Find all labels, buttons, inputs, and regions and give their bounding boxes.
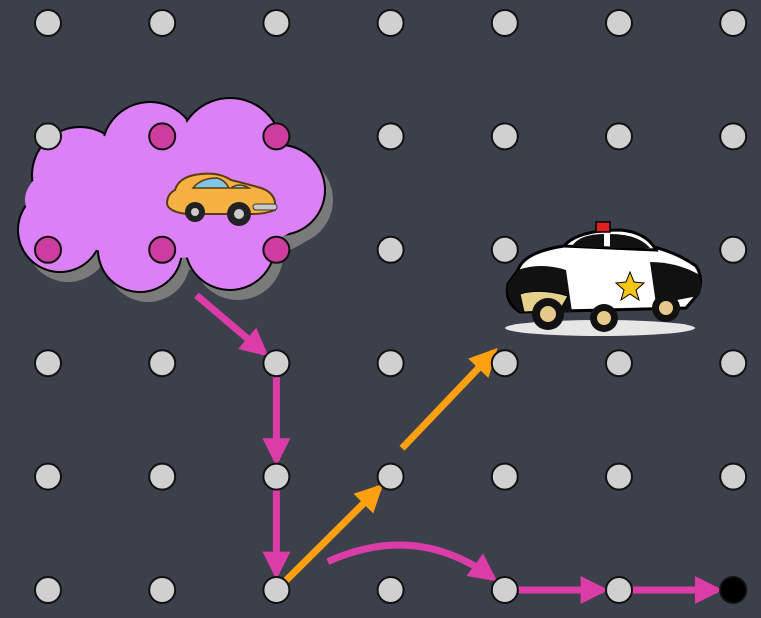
grid-node — [492, 237, 518, 263]
police-car-icon — [505, 222, 701, 336]
grid-node — [606, 10, 632, 36]
grid-node — [378, 237, 404, 263]
grid-node — [492, 123, 518, 149]
grid-node — [492, 10, 518, 36]
grid-node — [263, 577, 289, 603]
magenta-arrow — [196, 295, 264, 353]
grid-node — [378, 10, 404, 36]
grid-node — [149, 350, 175, 376]
grid-node-highlighted — [263, 237, 289, 263]
grid-node — [35, 577, 61, 603]
grid-node — [378, 464, 404, 490]
pursuit-path-magenta — [196, 295, 717, 590]
grid-node — [492, 464, 518, 490]
orange-arrow — [282, 488, 379, 584]
grid-node — [720, 464, 746, 490]
grid-node — [35, 464, 61, 490]
grid-node — [149, 10, 175, 36]
grid-node-highlighted — [35, 237, 61, 263]
grid-node — [720, 123, 746, 149]
grid-node — [720, 350, 746, 376]
grid-node-target — [720, 577, 746, 603]
grid-node — [378, 577, 404, 603]
grid-node — [606, 577, 632, 603]
grid-node — [263, 10, 289, 36]
grid-node-highlighted — [263, 123, 289, 149]
grid-node — [492, 350, 518, 376]
orange-arrow — [402, 352, 494, 448]
magenta-curved-arrow — [328, 545, 493, 578]
grid-node — [606, 350, 632, 376]
grid-node — [606, 464, 632, 490]
grid-node — [492, 577, 518, 603]
grid-node — [35, 10, 61, 36]
grid-node — [149, 577, 175, 603]
grid-node — [263, 464, 289, 490]
grid-node — [35, 350, 61, 376]
grid-node — [263, 350, 289, 376]
grid-node-highlighted — [149, 123, 175, 149]
grid-node — [35, 123, 61, 149]
grid-node — [720, 237, 746, 263]
grid-node — [720, 10, 746, 36]
grid-node — [378, 123, 404, 149]
grid-node — [378, 350, 404, 376]
grid-node — [606, 123, 632, 149]
grid-node-highlighted — [149, 237, 175, 263]
grid-node — [149, 464, 175, 490]
